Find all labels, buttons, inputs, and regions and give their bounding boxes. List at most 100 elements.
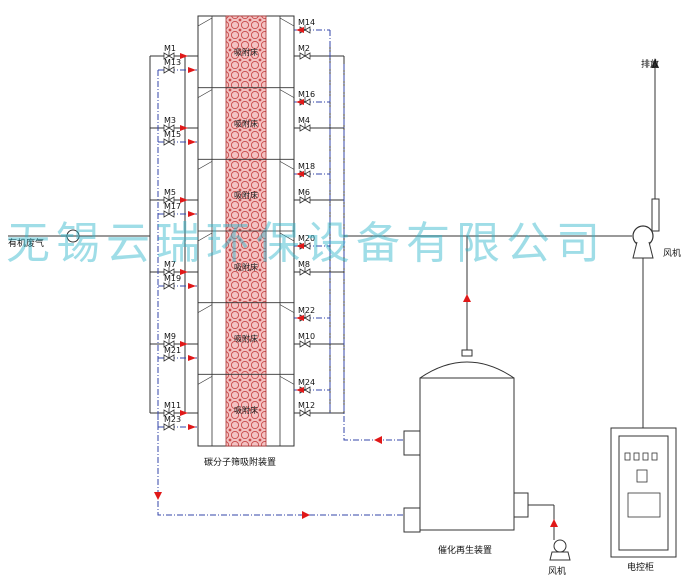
valve-label: M5 — [164, 188, 176, 197]
valve-label: M17 — [164, 202, 181, 211]
bed-label: 吸附床 — [234, 405, 258, 415]
flow-arrow — [188, 211, 196, 217]
valve-m15[interactable]: M15 — [158, 130, 198, 146]
valve-m20[interactable]: M20 — [294, 234, 330, 250]
valve-label: M19 — [164, 274, 181, 283]
valve-m23[interactable]: M23 — [158, 415, 198, 431]
control-cabinet-label: 电控柜 — [627, 561, 654, 573]
valve-label: M20 — [298, 234, 315, 243]
valve-label: M23 — [164, 415, 181, 424]
flow-arrow — [188, 283, 196, 289]
adsorption-bed-5: 吸附床 — [197, 302, 295, 344]
small-fan-label: 风机 — [548, 565, 566, 577]
regenerator — [403, 349, 529, 533]
valve-m14[interactable]: M14 — [294, 18, 330, 34]
valve-label: M4 — [298, 116, 310, 125]
adsorption-bed-4: 吸附床 — [197, 230, 295, 272]
valve-label: M14 — [298, 18, 315, 27]
valve-label: M1 — [164, 44, 176, 53]
valve-m16[interactable]: M16 — [294, 90, 330, 106]
main-fan — [632, 58, 660, 428]
flow-arrow — [180, 269, 188, 275]
flow-arrow-up — [463, 294, 471, 302]
inlet-pipe — [8, 229, 150, 243]
outlet-pipe — [344, 235, 632, 352]
bed-label: 吸附床 — [234, 262, 258, 272]
flow-arrow — [296, 387, 304, 393]
control-cabinet — [610, 427, 677, 558]
valve-label: M12 — [298, 401, 315, 410]
regeneration-loop — [157, 30, 404, 516]
flow-arrow — [296, 315, 304, 321]
valve-m13[interactable]: M13 — [158, 58, 198, 74]
flow-arrow — [188, 424, 196, 430]
flow-arrow — [188, 355, 196, 361]
small-fan — [528, 504, 571, 561]
flow-arrow — [180, 341, 188, 347]
loop-arrow-right — [302, 511, 310, 519]
valve-m2[interactable]: M2 — [294, 44, 344, 60]
loop-arrow-left — [374, 436, 382, 444]
watermark: 无锡云瑞环保设备有限公司 — [6, 218, 606, 269]
main-fan-label: 风机 — [663, 247, 681, 259]
flow-arrow — [296, 243, 304, 249]
valve-label: M24 — [298, 378, 315, 387]
valve-m4[interactable]: M4 — [294, 116, 344, 132]
regenerator-label: 催化再生装置 — [438, 544, 492, 556]
exhaust-arrow — [651, 58, 659, 68]
valve-label: M22 — [298, 306, 315, 315]
adsorber-label: 碳分子筛吸附装置 — [204, 456, 276, 468]
bed-label: 吸附床 — [234, 47, 258, 57]
valve-label: M13 — [164, 58, 181, 67]
valve-label: M15 — [164, 130, 181, 139]
valve-m22[interactable]: M22 — [294, 306, 330, 322]
inlet-label: 有机废气 — [8, 237, 44, 249]
valve-label: M8 — [298, 260, 310, 269]
flow-arrow — [296, 171, 304, 177]
valve-m17[interactable]: M17 — [158, 202, 198, 218]
valve-label: M9 — [164, 332, 176, 341]
valve-label: M2 — [298, 44, 310, 53]
valve-m6[interactable]: M6 — [294, 188, 344, 204]
valve-m21[interactable]: M21 — [158, 346, 198, 362]
flow-arrow — [180, 53, 188, 59]
bed-label: 吸附床 — [234, 334, 258, 344]
valve-m5[interactable]: M5 — [150, 188, 198, 204]
valve-label: M11 — [164, 401, 181, 410]
bed-label: 吸附床 — [234, 119, 258, 129]
valve-m9[interactable]: M9 — [150, 332, 198, 348]
valve-m3[interactable]: M3 — [150, 116, 198, 132]
valve-label: M10 — [298, 332, 315, 341]
valve-label: M21 — [164, 346, 181, 355]
valve-m24[interactable]: M24 — [294, 378, 330, 394]
valve-m8[interactable]: M8 — [294, 260, 344, 276]
valve-label: M3 — [164, 116, 176, 125]
left-manifold — [149, 56, 186, 413]
valve-label: M7 — [164, 260, 176, 269]
flow-arrow — [188, 67, 196, 73]
valve-label: M6 — [298, 188, 310, 197]
valve-label: M16 — [298, 90, 315, 99]
flow-arrow — [296, 27, 304, 33]
loop-arrow-down — [154, 492, 162, 500]
flow-arrow — [180, 197, 188, 203]
valve-m10[interactable]: M10 — [294, 332, 344, 348]
flow-arrow — [180, 125, 188, 131]
exhaust-label: 排放 — [641, 58, 659, 70]
bed-label: 吸附床 — [234, 190, 258, 200]
flow-arrow — [296, 99, 304, 105]
adsorption-bed-6: 吸附床 — [197, 373, 295, 415]
flow-arrow — [188, 139, 196, 145]
valve-m1[interactable]: M1 — [150, 44, 198, 60]
valve-m12[interactable]: M12 — [294, 401, 344, 417]
valve-m11[interactable]: M11 — [150, 401, 198, 417]
flow-arrow — [180, 410, 188, 416]
adsorption-bed-3: 吸附床 — [197, 158, 295, 200]
adsorption-bed-2: 吸附床 — [197, 87, 295, 129]
valve-m18[interactable]: M18 — [294, 162, 330, 178]
valve-m19[interactable]: M19 — [158, 274, 198, 290]
